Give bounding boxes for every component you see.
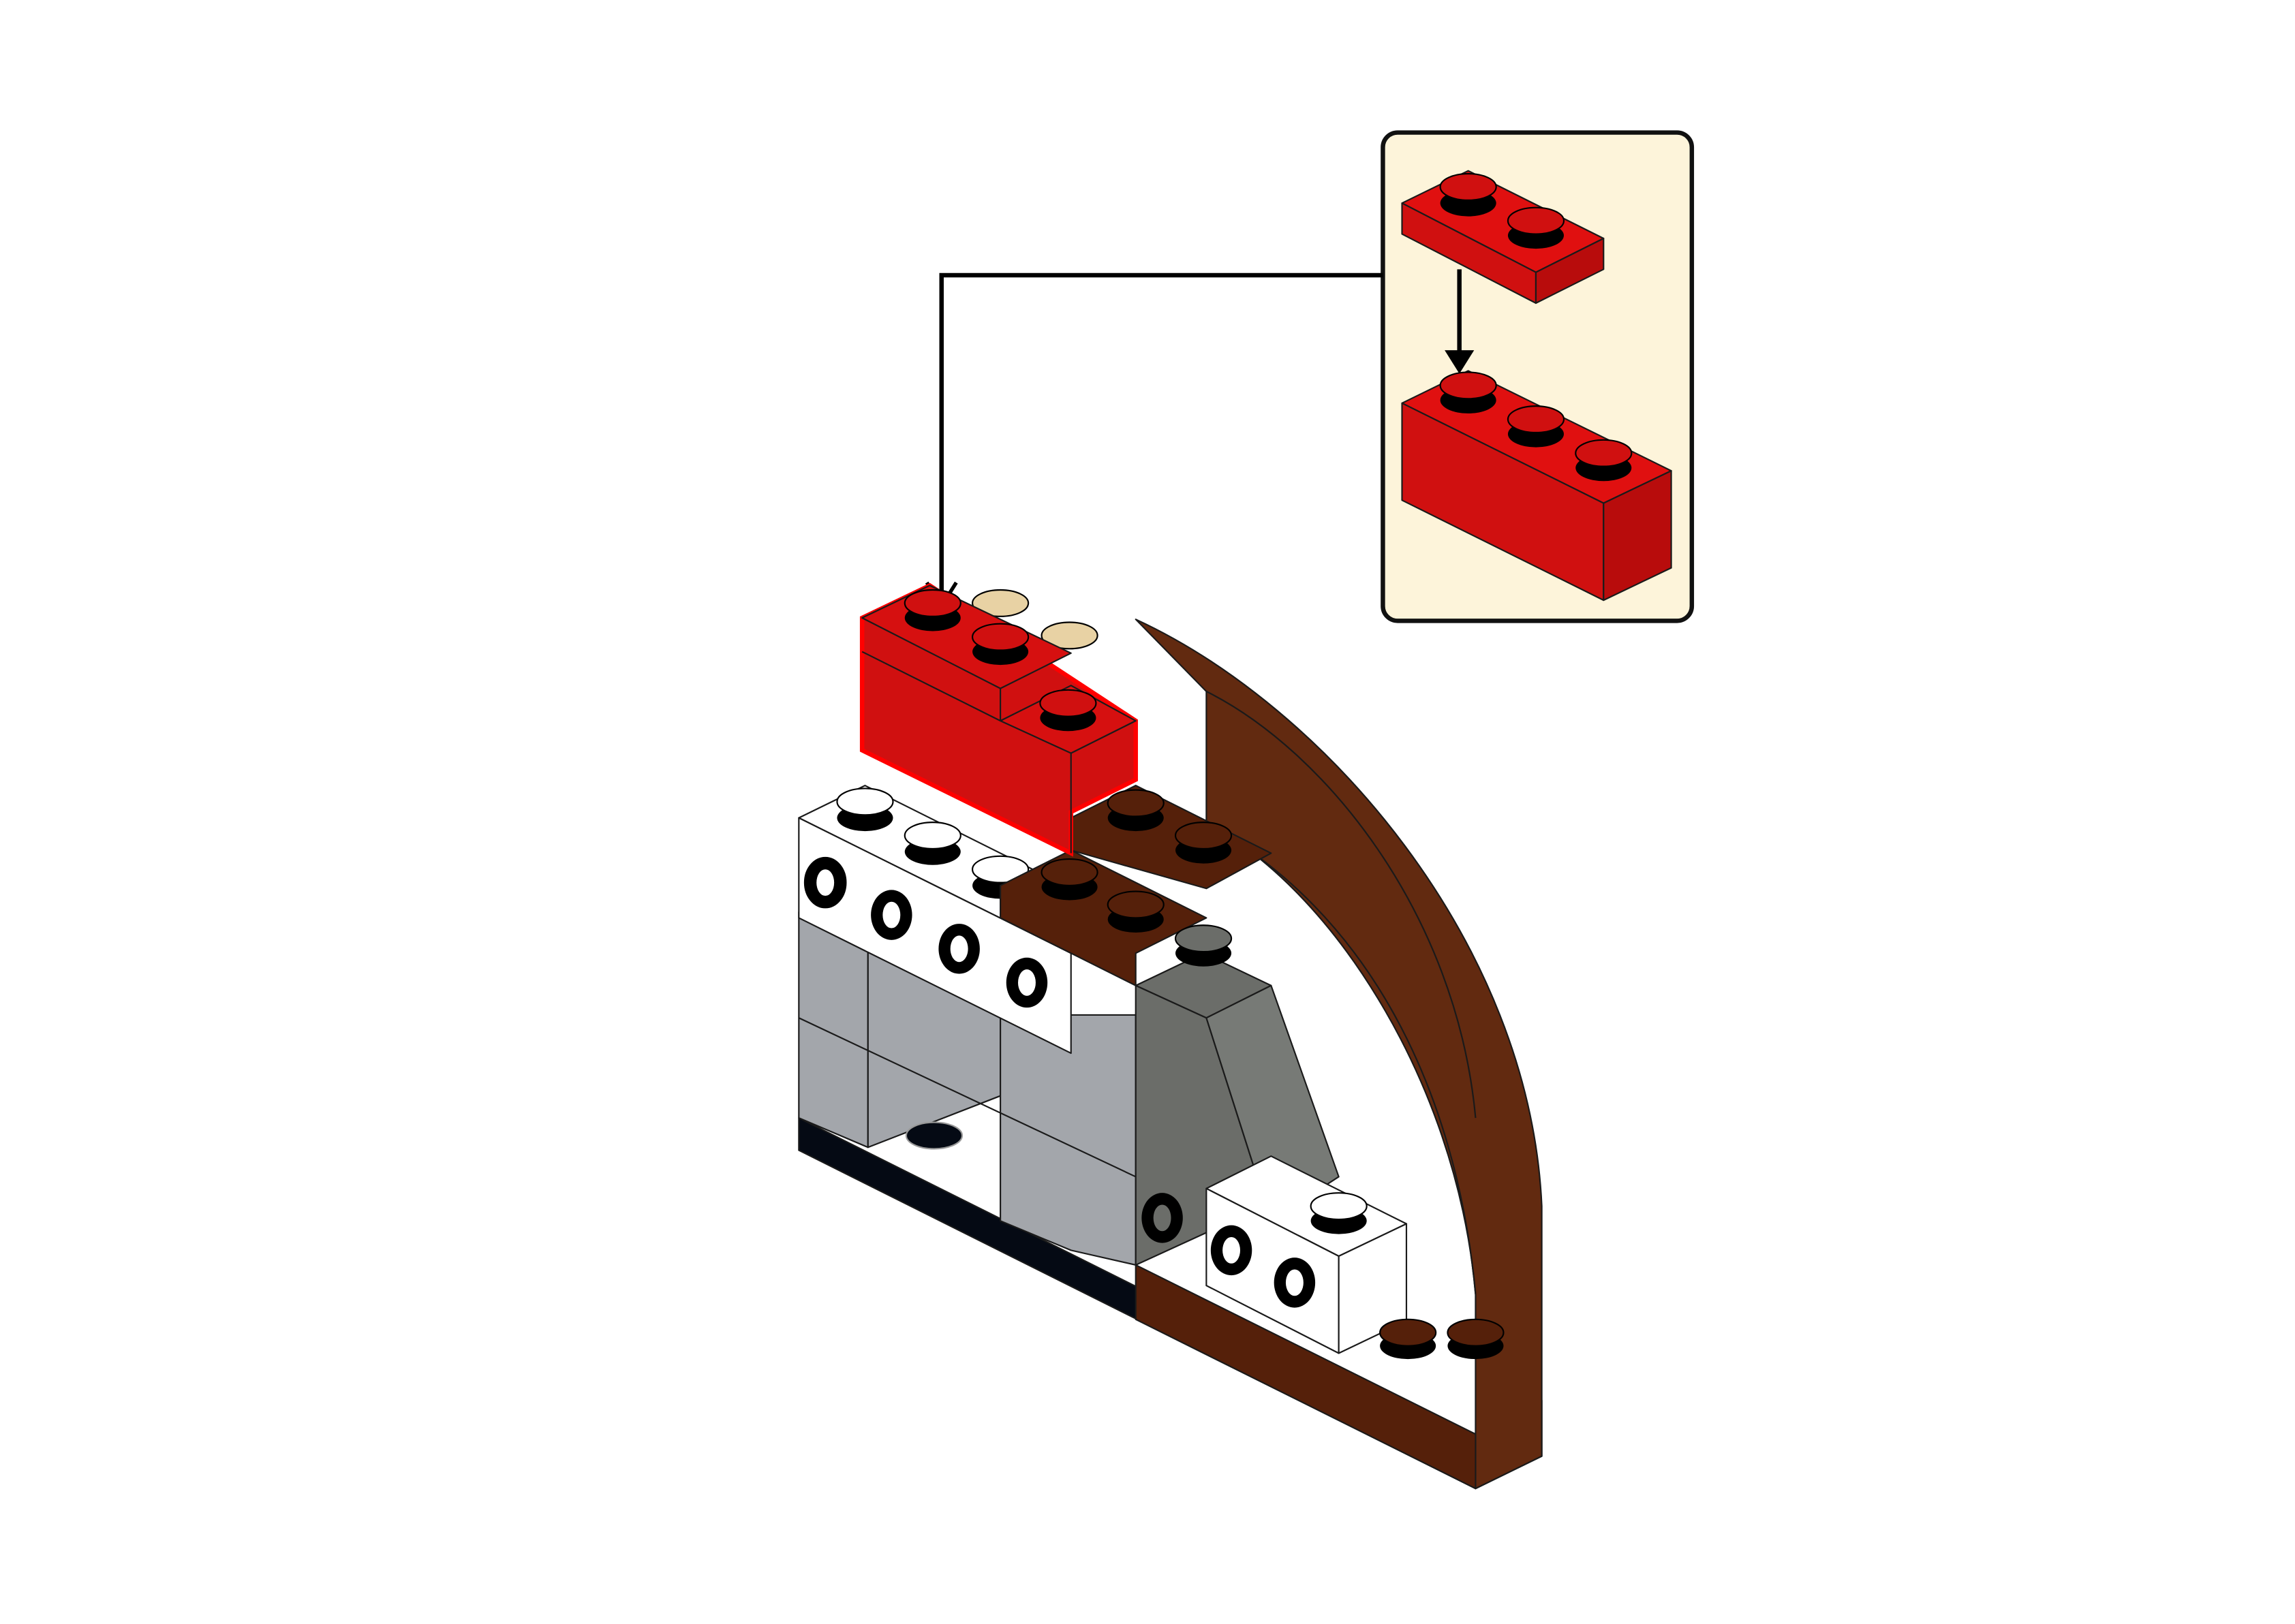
callout-box: [1381, 130, 1695, 623]
callout-red-brick: [1401, 370, 1672, 602]
callout-leader-line: [939, 272, 1383, 604]
callout-arrow: [1445, 269, 1475, 374]
model-assembly: [798, 582, 1543, 1490]
gray-column-right: [1000, 1014, 1137, 1266]
white-technic-brick-front: [1205, 1155, 1408, 1354]
callout-red-plate: [1401, 170, 1605, 304]
red-plate-highlighted: [859, 582, 1138, 857]
